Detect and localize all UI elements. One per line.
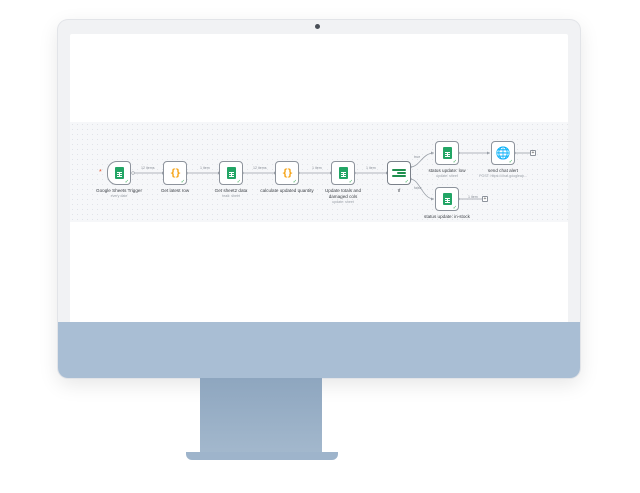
success-check-icon: ✓ [292, 179, 297, 185]
edge-label: 1 item [468, 195, 478, 199]
workflow-canvas[interactable]: * ✓ Google Sheets Trigger every date {} … [70, 122, 568, 222]
node-label: Get latest row [160, 188, 190, 193]
edge-label: 1 item [366, 166, 376, 170]
edge-label: 12 items [253, 166, 267, 170]
edge-label: 12 items [141, 166, 155, 170]
node-subtitle: update: sheet [332, 200, 354, 204]
success-check-icon: ✓ [452, 159, 457, 165]
success-check-icon: ✓ [508, 159, 513, 165]
node-label: Get sheet2 data [214, 188, 248, 193]
node-update-totals[interactable]: ✓ [331, 161, 355, 185]
code-braces-icon: {} [281, 167, 293, 179]
node-label: If [397, 188, 401, 193]
imac-monitor: * ✓ Google Sheets Trigger every date {} … [58, 20, 580, 378]
google-sheets-icon [442, 193, 452, 205]
camera-dot [315, 24, 320, 29]
success-check-icon: ✓ [180, 179, 185, 185]
google-sheets-icon [338, 167, 348, 179]
node-get-sheet2-data[interactable]: ✓ [219, 161, 243, 185]
success-check-icon: ✓ [124, 179, 129, 185]
if-branch-icon [392, 168, 406, 178]
add-node-button[interactable]: + [530, 150, 536, 156]
google-sheets-icon [226, 167, 236, 179]
node-label: calculate updated quantity [260, 188, 314, 193]
node-status-update-low[interactable]: ✓ [435, 141, 459, 165]
node-if[interactable]: ✓ [387, 161, 411, 185]
trigger-marker: * [99, 169, 102, 176]
node-label: status update: in-stock [424, 214, 470, 219]
node-get-latest-row[interactable]: {} ✓ [163, 161, 187, 185]
node-google-sheets-trigger[interactable]: ✓ [107, 161, 131, 185]
google-sheets-icon [114, 167, 124, 179]
node-subtitle: every date [110, 194, 128, 198]
edge-label-false: false [414, 186, 422, 190]
node-label: Google Sheets Trigger [96, 188, 142, 193]
node-label: status update: low [428, 168, 466, 173]
monitor-stand-foot [186, 452, 338, 460]
node-subtitle: update: sheet [436, 174, 458, 178]
success-check-icon: ✓ [236, 179, 241, 185]
screen: * ✓ Google Sheets Trigger every date {} … [70, 34, 568, 334]
node-status-update-in-stock[interactable]: ✓ [435, 187, 459, 211]
node-send-chat-alert[interactable]: 🌐 ✓ [491, 141, 515, 165]
add-node-button[interactable]: + [482, 196, 488, 202]
monitor-chin [58, 322, 580, 378]
google-sheets-icon [442, 147, 452, 159]
success-check-icon: ✓ [348, 179, 353, 185]
success-check-icon: ✓ [404, 179, 409, 185]
code-braces-icon: {} [169, 167, 181, 179]
monitor-stand [200, 378, 322, 454]
node-label: Update totals and damaged cols [324, 188, 361, 199]
node-calculate-updated-quantity[interactable]: {} ✓ [275, 161, 299, 185]
edge-label-true: true [414, 155, 421, 159]
success-check-icon: ✓ [452, 205, 457, 211]
node-subtitle: read: sheet [222, 194, 240, 198]
node-label: send chat alert [487, 168, 519, 173]
edge-label: 1 item [312, 166, 322, 170]
node-subtitle: POST: https://chat.googleap... [479, 174, 527, 178]
globe-icon: 🌐 [495, 146, 511, 160]
edge-label: 1 item [200, 166, 210, 170]
